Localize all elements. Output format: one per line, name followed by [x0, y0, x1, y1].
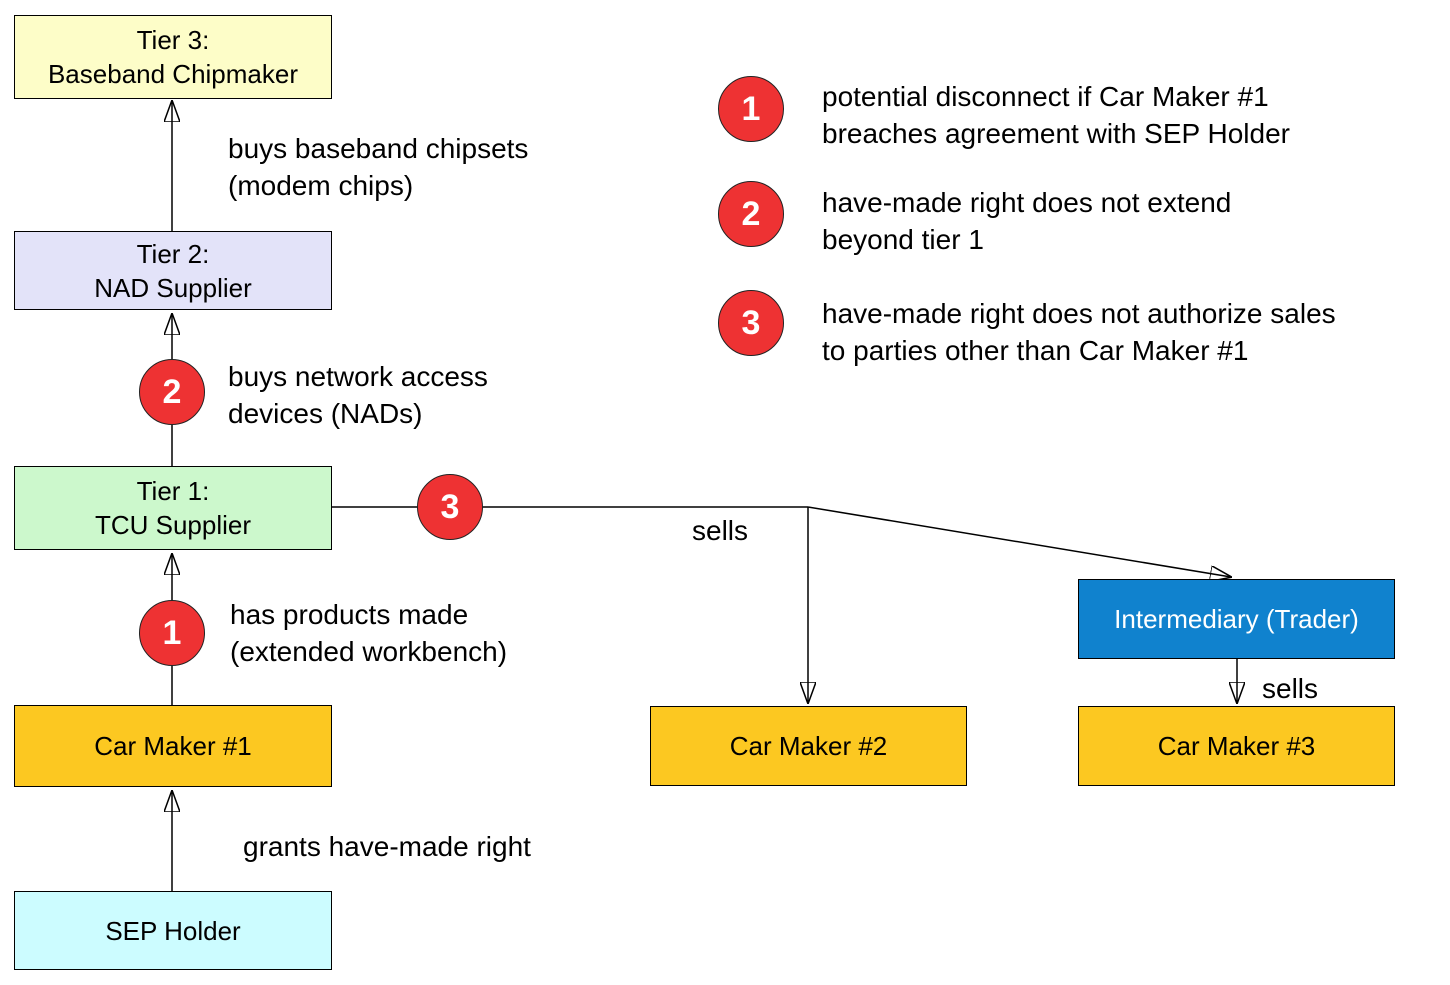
- marker-1-number: 1: [162, 613, 182, 652]
- box-sep-holder-label: SEP Holder: [105, 915, 241, 946]
- label-buys-baseband-line1: buys baseband chipsets: [228, 133, 529, 164]
- label-buys-network-access: buys network access devices (NADs): [228, 358, 488, 432]
- legend-3-line2: to parties other than Car Maker #1: [822, 335, 1249, 366]
- label-grants-line1: grants have-made right: [243, 831, 531, 862]
- box-tier3-line1: Tier 3:: [136, 25, 210, 55]
- box-car-maker-3: Car Maker #3: [1078, 706, 1395, 786]
- legend-3-number: 3: [741, 303, 761, 342]
- box-tier2-nad-supplier: Tier 2: NAD Supplier: [14, 231, 332, 310]
- marker-1-circle: 1: [139, 600, 205, 666]
- label-grants-have-made-right: grants have-made right: [243, 828, 531, 865]
- legend-2-number: 2: [741, 194, 761, 233]
- marker-2-number: 2: [162, 372, 182, 411]
- box-car-maker-1-label: Car Maker #1: [94, 731, 252, 761]
- legend-2-circle: 2: [718, 181, 784, 247]
- label-buys-network-line1: buys network access: [228, 361, 488, 392]
- legend-1-circle: 1: [718, 76, 784, 142]
- box-tier3-line2: Baseband Chipmaker: [47, 59, 299, 89]
- legend-1-line2: breaches agreement with SEP Holder: [822, 118, 1290, 149]
- marker-2-circle: 2: [139, 359, 205, 425]
- legend-3-circle: 3: [718, 290, 784, 356]
- box-car-maker-2: Car Maker #2: [650, 706, 967, 786]
- legend-3-text: have-made right does not authorize sales…: [822, 295, 1336, 369]
- box-car-maker-1: Car Maker #1: [14, 705, 332, 787]
- label-sells-tier1: sells: [692, 512, 748, 549]
- label-sells-intermediary: sells: [1262, 670, 1318, 707]
- box-tier1-line1: Tier 1:: [136, 476, 210, 506]
- label-sells-intermediary-text: sells: [1262, 673, 1319, 704]
- box-intermediary-trader: Intermediary (Trader): [1078, 579, 1395, 659]
- label-has-products-made: has products made (extended workbench): [230, 596, 507, 670]
- box-intermediary-label: Intermediary (Trader): [1114, 604, 1359, 634]
- box-tier3-baseband-chipmaker: Tier 3: Baseband Chipmaker: [14, 15, 332, 99]
- label-buys-baseband-chipsets: buys baseband chipsets (modem chips): [228, 130, 528, 204]
- label-has-products-line2: (extended workbench): [230, 636, 508, 667]
- legend-2-text: have-made right does not extend beyond t…: [822, 184, 1231, 258]
- legend-1-number: 1: [741, 89, 761, 128]
- box-car-maker-3-label: Car Maker #3: [1157, 731, 1316, 761]
- box-tier2-line1: Tier 2:: [136, 238, 210, 269]
- box-sep-holder: SEP Holder: [14, 891, 332, 970]
- marker-3-circle: 3: [417, 474, 483, 540]
- legend-2-line2: beyond tier 1: [822, 224, 984, 255]
- legend-1-line1: potential disconnect if Car Maker #1: [822, 81, 1269, 112]
- label-sells-tier1-text: sells: [692, 515, 749, 546]
- box-tier1-tcu-supplier: Tier 1: TCU Supplier: [14, 466, 332, 550]
- box-tier1-line2: TCU Supplier: [94, 510, 252, 540]
- arrow-sells-to-intermediary: [807, 506, 1231, 577]
- box-car-maker-2-label: Car Maker #2: [729, 731, 888, 761]
- legend-3-line1: have-made right does not authorize sales: [822, 298, 1336, 329]
- label-has-products-line1: has products made: [230, 599, 469, 630]
- label-buys-baseband-line2: (modem chips): [228, 170, 414, 201]
- marker-3-number: 3: [440, 487, 460, 526]
- box-tier2-line2: NAD Supplier: [94, 272, 252, 303]
- legend-2-line1: have-made right does not extend: [822, 187, 1232, 218]
- label-buys-network-line2: devices (NADs): [228, 398, 423, 429]
- legend-1-text: potential disconnect if Car Maker #1 bre…: [822, 78, 1290, 152]
